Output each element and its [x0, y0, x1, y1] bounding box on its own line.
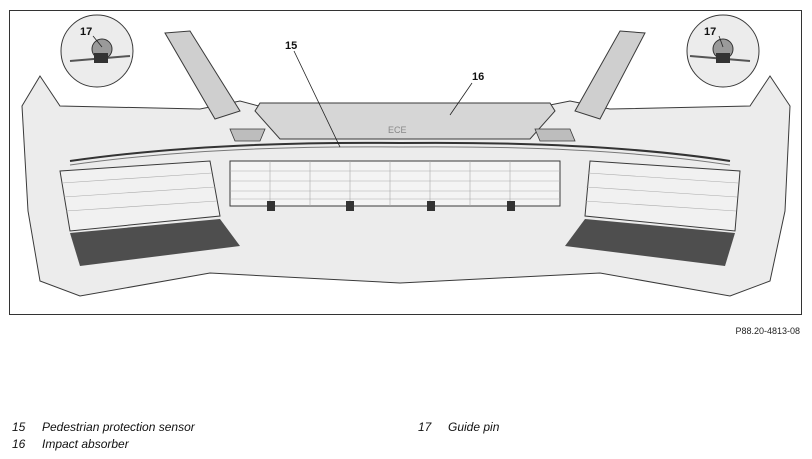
callout-16: 16 [472, 71, 484, 83]
figure-reference: P88.20-4813-08 [735, 326, 800, 336]
legend-number: 17 [418, 420, 432, 434]
diagram-frame: ECE [9, 10, 802, 315]
clip [507, 201, 515, 211]
impact-absorber [254, 102, 556, 140]
callout-17-right: 17 [704, 26, 716, 38]
clip [267, 201, 275, 211]
bumper-illustration: ECE [21, 14, 791, 297]
absorber-right-tab [534, 128, 576, 142]
leader-17-left [92, 35, 103, 48]
legend-text: Guide pin [448, 420, 500, 434]
legend-text: Pedestrian protection sensor [42, 420, 195, 434]
left-bracket [164, 30, 241, 120]
legend-item-16: 16 Impact absorber [12, 437, 129, 451]
legend-item-15: 15 Pedestrian protection sensor [12, 420, 195, 434]
legend-number: 16 [12, 437, 26, 451]
callout-17-left: 17 [80, 26, 92, 38]
clip [346, 201, 354, 211]
pedestrian-sensor-tube [69, 141, 731, 162]
right-lower-trim [565, 219, 735, 266]
leader-17-right [718, 35, 724, 48]
leader-16 [449, 82, 473, 116]
absorber-left-tab [229, 128, 266, 142]
legend-item-17: 17 Guide pin [418, 420, 499, 434]
right-bracket [574, 30, 646, 120]
leader-15 [293, 50, 341, 148]
right-detail-circle [686, 14, 760, 88]
legend-number: 15 [12, 420, 26, 434]
left-detail-circle [60, 14, 134, 88]
callout-15: 15 [285, 40, 297, 52]
clip [427, 201, 435, 211]
right-side-grille [584, 160, 741, 232]
center-grille [229, 160, 561, 207]
left-lower-trim [70, 219, 240, 266]
legend-text: Impact absorber [42, 437, 129, 451]
bumper-stamp: ECE [388, 125, 407, 135]
